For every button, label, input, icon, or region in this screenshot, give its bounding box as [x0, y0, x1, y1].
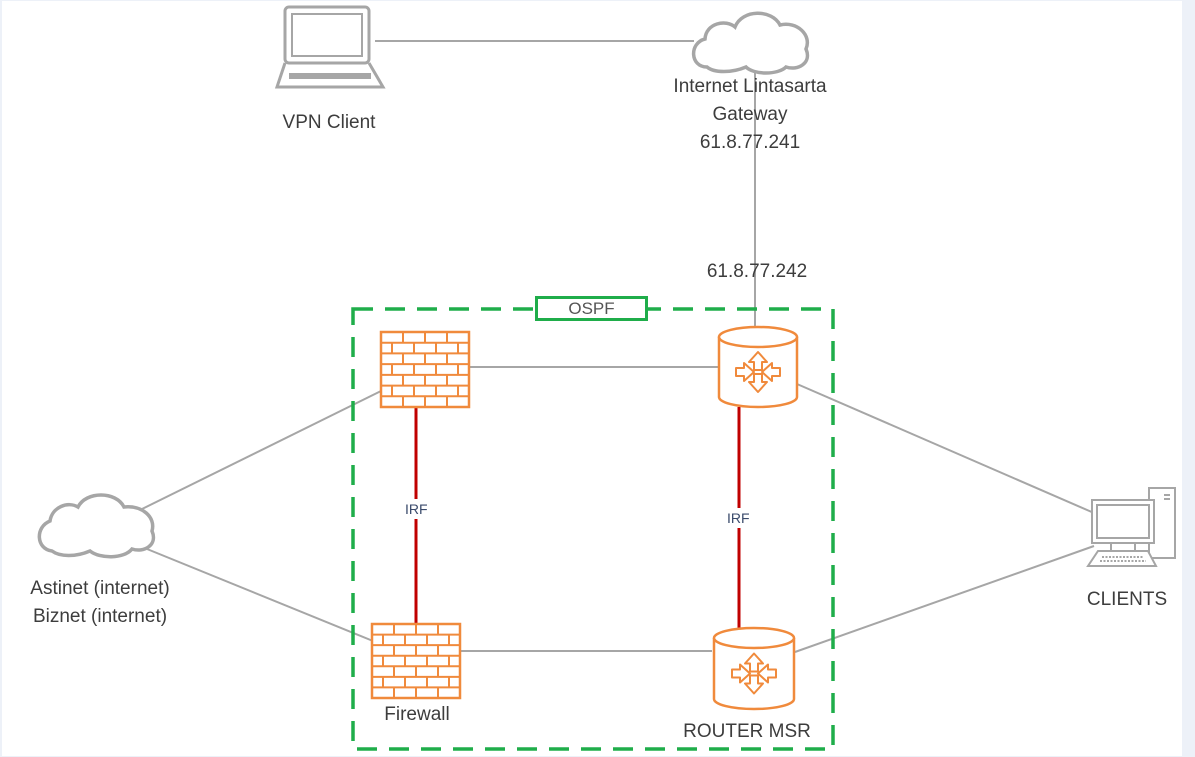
firewall-icon	[379, 330, 471, 409]
vpn-client-label: VPN Client	[282, 112, 376, 133]
isp-label: Astinet (internet) Biznet (internet)	[2, 575, 198, 631]
link-router-top-clients	[796, 383, 1095, 514]
gateway-label: Internet Lintasarta Gateway 61.8.77.241	[642, 73, 858, 157]
clients-label: CLIENTS	[1086, 589, 1168, 610]
gateway-label-line: Gateway	[712, 104, 788, 125]
firewall-icon	[370, 622, 462, 700]
router-icon	[712, 626, 796, 711]
desktop-computer-icon	[1086, 487, 1176, 567]
router-top-ip-label: 61.8.77.242	[706, 261, 808, 282]
cloud-icon	[691, 11, 810, 75]
cloud-icon	[37, 493, 156, 559]
link-isp-fw-bottom	[146, 548, 374, 642]
laptop-icon	[274, 5, 386, 89]
isp-label-line: Biznet (internet)	[32, 606, 168, 627]
router-msr-label: ROUTER MSR	[683, 721, 811, 742]
gateway-ip-label: 61.8.77.241	[699, 132, 801, 153]
router-icon	[717, 325, 799, 409]
ospf-group-label: OSPF	[535, 296, 648, 321]
firewall-label: Firewall	[384, 704, 450, 725]
isp-label-line: Astinet (internet)	[30, 578, 170, 599]
gateway-label-line: Internet Lintasarta	[673, 76, 827, 97]
link-isp-fw-top	[141, 390, 382, 510]
irf-label-right: IRF	[727, 508, 750, 528]
irf-label-left: IRF	[405, 499, 428, 519]
link-router-bottom-clients	[794, 545, 1095, 653]
